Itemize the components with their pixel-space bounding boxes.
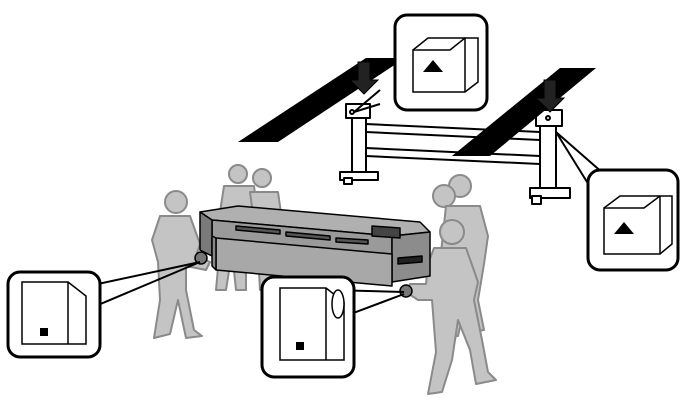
right-callout xyxy=(588,170,678,270)
top-center-callout xyxy=(395,15,487,110)
left-callout xyxy=(8,272,100,357)
bottom-center-callout xyxy=(262,277,354,377)
filled-square-icon xyxy=(40,328,48,336)
filled-square-icon xyxy=(296,342,304,350)
